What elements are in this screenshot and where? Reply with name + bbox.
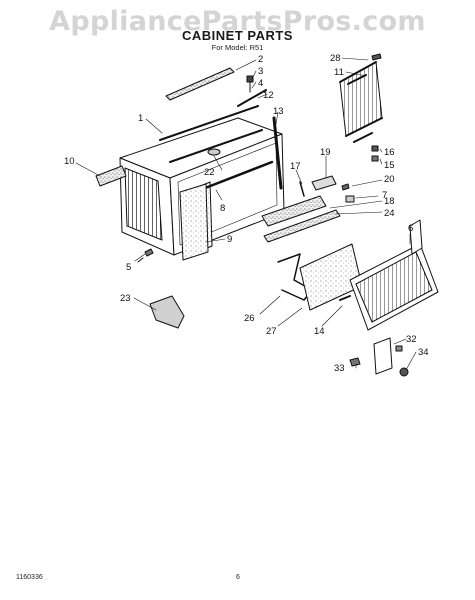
callout-18: 18 [384,196,395,207]
top-rail [165,67,235,101]
screw-icon [371,155,379,162]
callout-15: 15 [384,160,395,171]
callout-13: 13 [273,106,284,117]
callout-3: 3 [258,66,263,77]
callout-2: 2 [258,54,263,65]
mounting-bracket [149,295,185,329]
rear-louver-panel [339,61,383,143]
callout-20: 20 [384,174,395,185]
knob-icon [207,148,221,156]
callout-1: 1 [138,113,143,124]
callout-23: 23 [120,293,131,304]
filter-frame [277,243,363,311]
side-bar [272,116,283,190]
document-code: 1160336 [16,574,43,581]
front-grille [339,219,439,331]
bottom-strip [95,165,127,187]
callout-33: 33 [334,363,345,374]
callout-11: 11 [334,67,344,78]
screw-icon [371,53,382,61]
callout-26: 26 [244,313,255,324]
screw-icon [137,248,154,263]
diagram-title: CABINET PARTS [182,28,293,43]
callout-labels: 1 2 3 4 12 13 10 22 8 9 5 23 28 11 17 19… [64,53,429,374]
callout-16: 16 [384,147,395,158]
support-rail [237,89,267,107]
callout-5: 5 [126,262,131,273]
callout-10: 10 [64,156,75,167]
callout-7: 7 [382,190,387,201]
callout-19: 19 [320,147,331,158]
side-gasket [179,183,209,261]
callout-28: 28 [330,53,341,64]
callout-14: 14 [314,326,325,337]
page-number: 6 [236,574,240,581]
side-bracket [349,337,409,377]
callout-8: 8 [220,203,225,214]
control-assembly [261,175,355,243]
callout-9: 9 [227,234,232,245]
callout-34: 34 [418,347,429,358]
callout-32: 32 [406,334,417,345]
callout-17: 17 [290,161,301,172]
callout-12: 12 [263,90,274,101]
callout-27: 27 [266,326,277,337]
model-subtitle: For Model: R51 [211,43,264,52]
callout-22: 22 [204,167,215,178]
leader-lines [75,57,417,371]
screw-icon [246,75,254,93]
watermark: AppliancePartsPros.com [49,6,426,37]
callout-4: 4 [258,78,263,89]
callout-6: 6 [408,223,413,234]
callout-24: 24 [384,208,395,219]
screw-icon [371,145,379,152]
